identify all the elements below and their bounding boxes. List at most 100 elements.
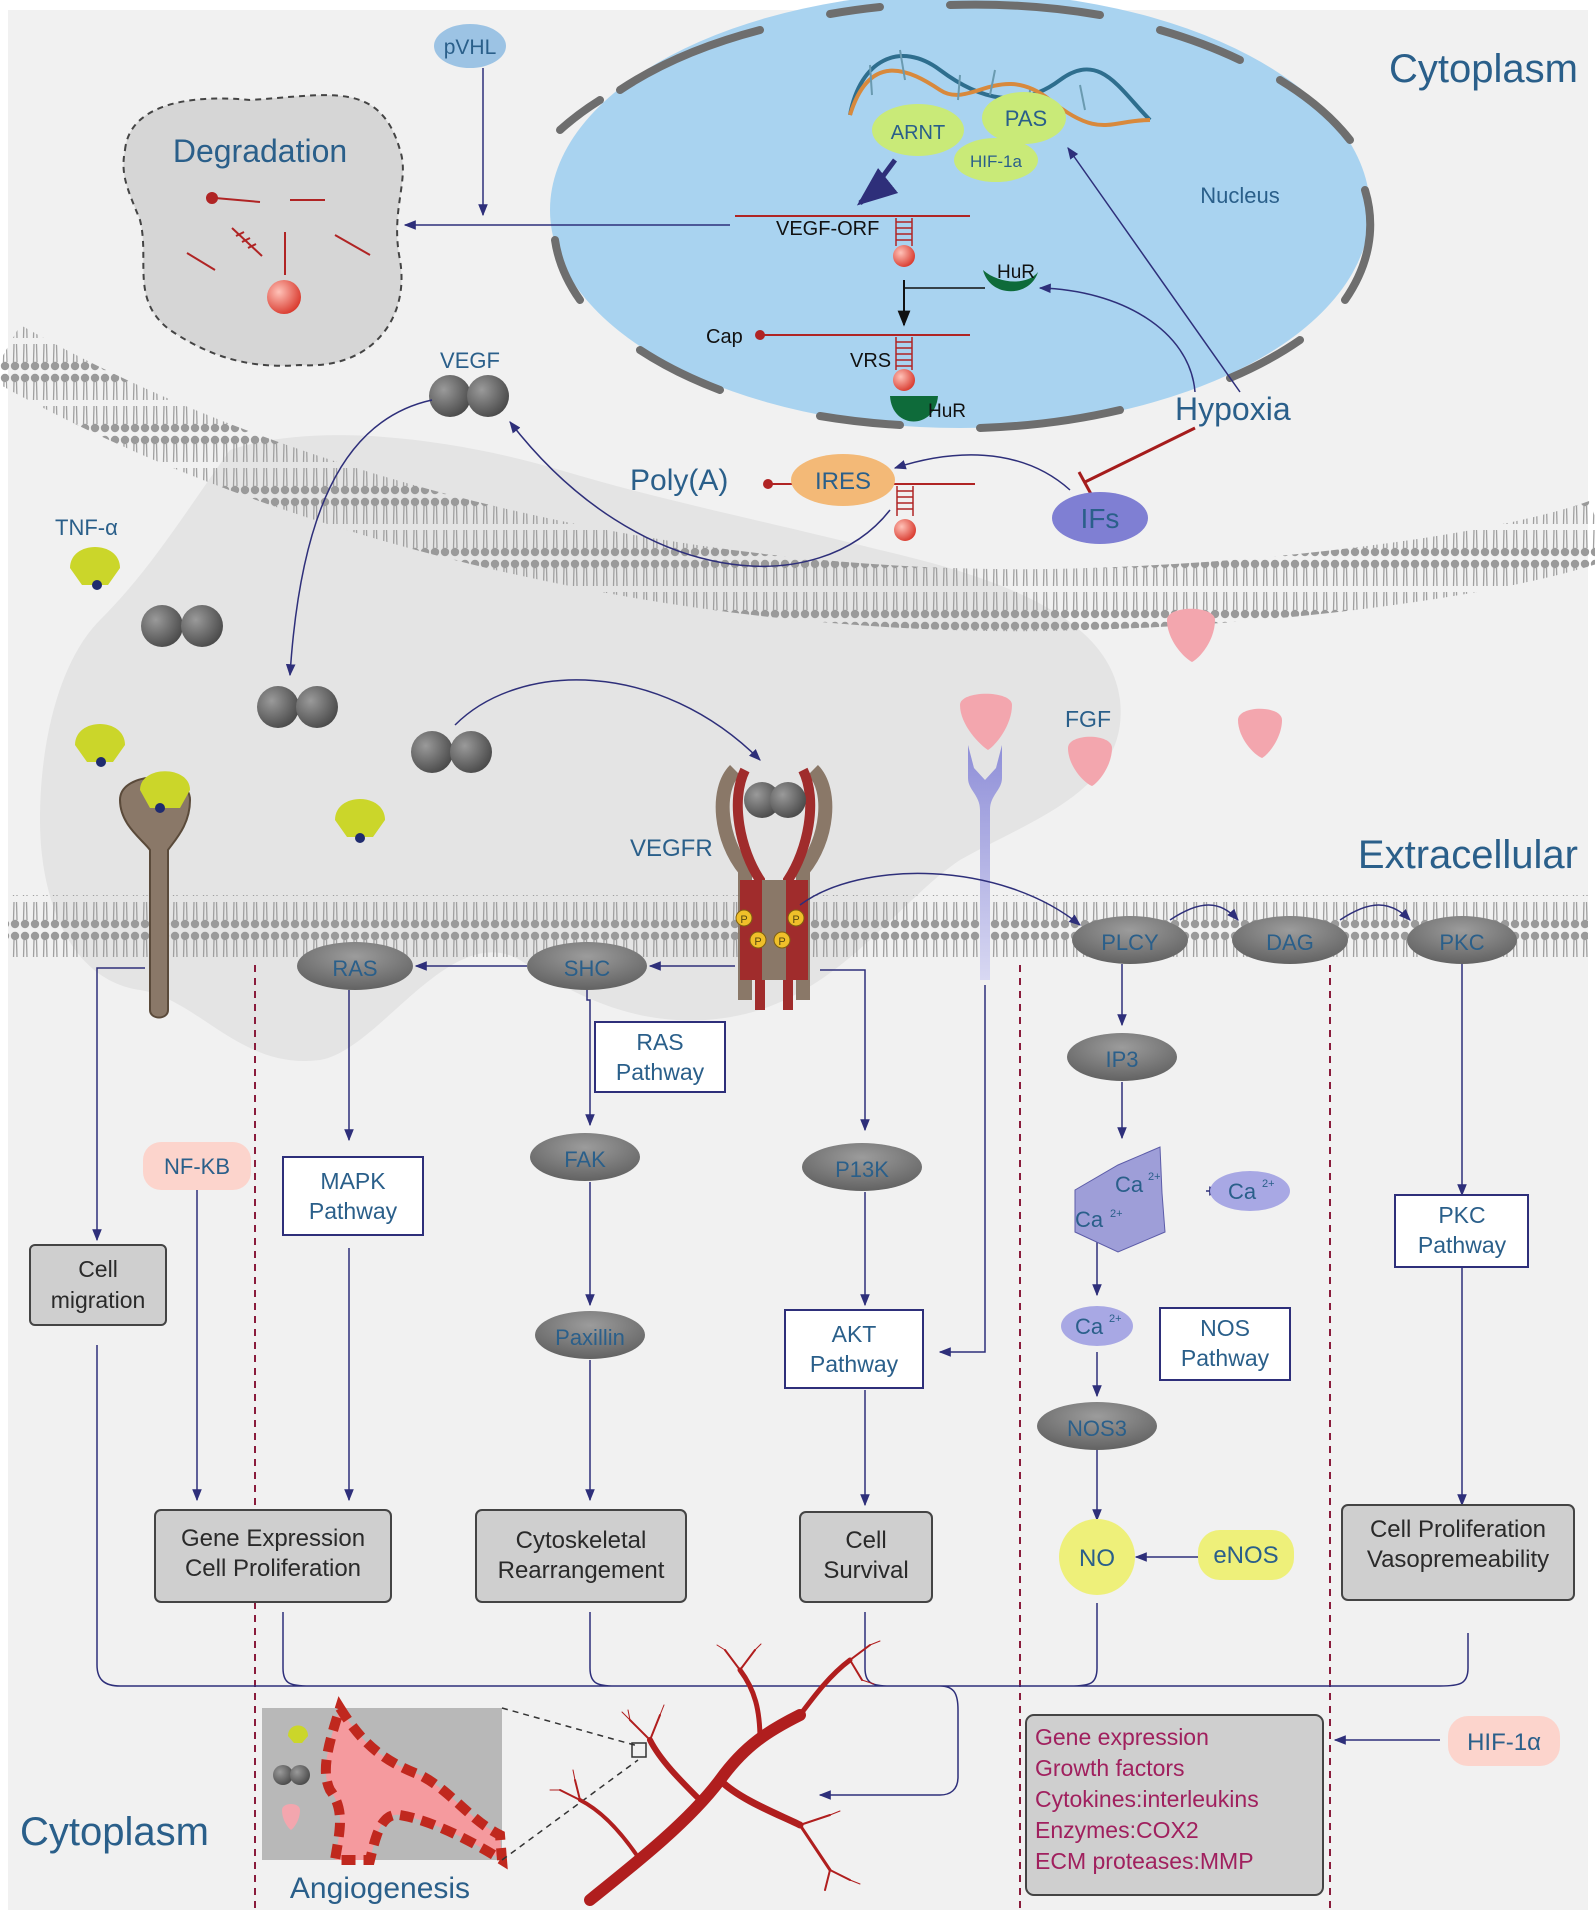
- pvhl-blob: [434, 24, 506, 68]
- signal-ovals: [297, 916, 1517, 1450]
- ca-released-blob: [1210, 1171, 1290, 1211]
- hur-top-icon: [983, 270, 1038, 292]
- no-label: NO: [1079, 1545, 1115, 1572]
- degradation-zone: [122, 94, 404, 367]
- akt-pathway-line2: Pathway: [810, 1351, 899, 1377]
- ip3-oval-label: IP3: [1105, 1047, 1138, 1072]
- vegf-secretion-arrow: [285, 399, 433, 677]
- dna-helix-icon: [848, 49, 1152, 127]
- zoom-box: [631, 1742, 647, 1758]
- ras-pathway-line1: RAS: [636, 1029, 683, 1055]
- ifs-blob: [1052, 492, 1148, 544]
- hif1a-blob: [954, 138, 1038, 182]
- er-calcium-store-icon: [1074, 1146, 1166, 1253]
- arnt-label: ARNT: [891, 122, 945, 144]
- gene-expr-line1: Gene Expression: [181, 1525, 365, 1552]
- fak-oval-label: FAK: [564, 1147, 606, 1172]
- vegfr-label: VEGFR: [630, 835, 713, 862]
- pkc-oval-label: PKC: [1439, 930, 1484, 955]
- tnf-label: TNF-α: [55, 515, 118, 540]
- pas-blob: [982, 92, 1066, 144]
- enos-label: eNOS: [1213, 1542, 1278, 1569]
- akt-pathway-line1: AKT: [832, 1321, 877, 1347]
- inset-tnf-icon: [288, 1725, 308, 1743]
- outcome-line1: Gene expression: [1035, 1724, 1209, 1750]
- degradation-label: Degradation: [173, 133, 347, 169]
- nos-pathway-line1: NOS: [1200, 1315, 1250, 1341]
- hypoxia-inhibit-line: [1084, 426, 1196, 484]
- ca-label-b: Ca: [1075, 1207, 1104, 1232]
- nfkb-pill: [143, 1142, 251, 1190]
- outcome-line5: ECM proteases:MMP: [1035, 1848, 1254, 1874]
- plcy-oval-label: PLCY: [1101, 930, 1159, 955]
- hur-bottom-icon: [890, 396, 938, 422]
- inset-vegf-a-icon: [273, 1765, 293, 1785]
- p13k-oval-label: P13K: [835, 1157, 889, 1182]
- angiogenesis-label: Angiogenesis: [290, 1872, 470, 1905]
- ras-oval-label: RAS: [332, 956, 377, 981]
- nos-pathway-line2: Pathway: [1181, 1345, 1270, 1371]
- hif1a-pill: [1448, 1716, 1560, 1766]
- nucleus: [550, 0, 1370, 428]
- hif1a-bottom-label: HIF-1α: [1467, 1729, 1541, 1756]
- ca-sup-c: 2+: [1262, 1178, 1275, 1190]
- cap-label: Cap: [706, 326, 743, 348]
- pkc-pathway-line1: PKC: [1438, 1202, 1485, 1228]
- vegf-dimer-b-icon: [467, 375, 509, 417]
- inset-vegf-b-icon: [290, 1765, 310, 1785]
- dag-oval-label: DAG: [1266, 930, 1314, 955]
- mapk-pathway-line1: MAPK: [320, 1168, 386, 1194]
- pvhl-label: pVHL: [444, 36, 497, 59]
- cell-migration-line1: Cell: [78, 1256, 118, 1282]
- fgf-label: FGF: [1065, 706, 1111, 732]
- zoom-line-top: [501, 1707, 639, 1747]
- curved-membrane: [0, 325, 1595, 632]
- vegf-extracellular-icons: [141, 605, 492, 773]
- extracellular-label: Extracellular: [1358, 833, 1578, 877]
- hypoxia-to-hif-arrow: [1067, 147, 1241, 393]
- hypoxia-inhibit-bar: [1077, 471, 1093, 495]
- vrs-mrna: [755, 330, 970, 391]
- p-site-3: P: [754, 936, 761, 948]
- ires-label: IRES: [815, 468, 871, 495]
- pas-label: PAS: [1005, 106, 1047, 131]
- vegf-orf-label: VEGF-ORF: [776, 218, 879, 240]
- enos-pill: [1198, 1530, 1294, 1580]
- vegf-binding-arrow: [454, 679, 761, 761]
- transcription-arrow: [856, 158, 899, 206]
- vegf-dimer-a-icon: [429, 375, 471, 417]
- ca-label-c: Ca: [1228, 1179, 1257, 1204]
- cytoplasm-bottom-label: Cytoplasm: [20, 1810, 209, 1854]
- tnf-icons: [70, 547, 385, 843]
- nucleus-label: Nucleus: [1200, 183, 1279, 208]
- ca-cyto-blob: [1061, 1306, 1133, 1346]
- ca-sup-d: 2+: [1109, 1313, 1122, 1325]
- vessel-closeup-icon: [320, 1696, 508, 1870]
- pathway-dividers: [254, 965, 1331, 1910]
- blood-vessel-tree-icon: [549, 1640, 881, 1906]
- ca-label-d: Ca: [1075, 1314, 1104, 1339]
- shc-oval-label: SHC: [564, 956, 611, 981]
- pkc-pathway-line2: Pathway: [1418, 1232, 1507, 1258]
- degraded-ball-icon: [267, 280, 301, 314]
- cell-prolif-line2: Vasopremeability: [1367, 1546, 1549, 1573]
- ca-sup-b: 2+: [1110, 1208, 1123, 1220]
- fgf-icons: [960, 608, 1282, 786]
- p-site-1: P: [740, 914, 747, 926]
- pathway-arrows: [92, 872, 1469, 1795]
- outcome-line2: Growth factors: [1035, 1755, 1185, 1781]
- phospho-sites: [735, 909, 805, 949]
- hur-top-label: HuR: [997, 262, 1035, 283]
- p-site-2: P: [792, 914, 799, 926]
- cell-migration-line2: migration: [51, 1287, 146, 1313]
- nuclear-envelope: [551, 0, 1375, 432]
- outcome-boxes: [29, 1244, 1575, 1896]
- translation-arrow: [509, 421, 891, 567]
- vegfr-receptor-icon: [715, 765, 833, 1010]
- vrs-label: VRS: [850, 350, 891, 372]
- ifs-to-ires-arrow: [893, 454, 1071, 491]
- pathway-boxes: [282, 1021, 1529, 1389]
- nos3-oval-label: NOS3: [1067, 1416, 1127, 1441]
